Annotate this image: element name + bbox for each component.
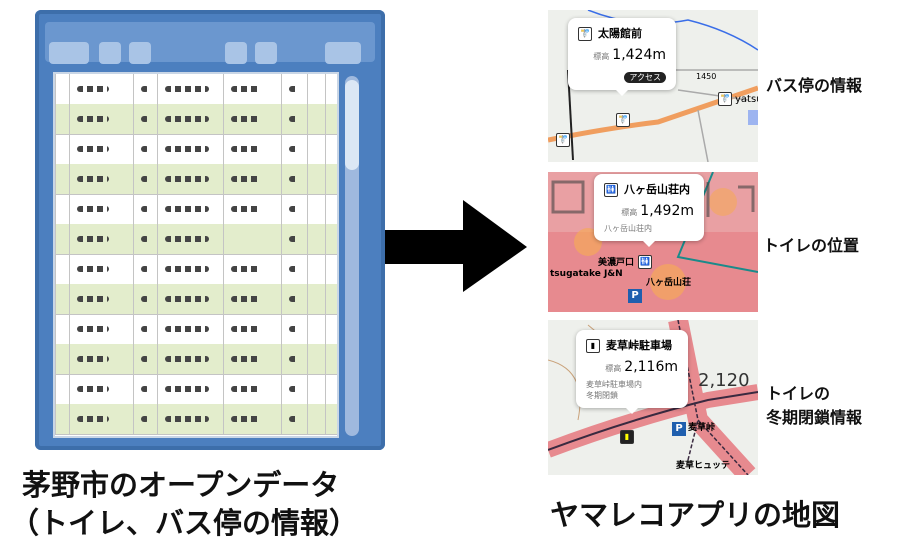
table-row	[55, 344, 337, 375]
bus-stop-icon[interactable]: 🚏	[616, 113, 630, 127]
bus-stop-icon[interactable]: 🚏	[718, 92, 732, 106]
toilet-closed-icon[interactable]: ▮	[620, 430, 634, 444]
card-label-line1: トイレの	[766, 384, 831, 403]
table-row	[55, 164, 337, 195]
map-label: 麦草峠	[688, 423, 716, 433]
popup-title: 麦草峠駐車場	[606, 339, 672, 352]
bus-stop-icon[interactable]: 🚏	[556, 133, 570, 147]
table-row	[55, 404, 337, 435]
left-caption-line1: 茅野市のオープンデータ	[22, 468, 340, 502]
arrow-icon	[385, 200, 527, 292]
popup-subtext: 麦草峠駐車場内	[586, 380, 642, 389]
toolbar-button	[49, 42, 89, 64]
bus-stop-icon: 🚏	[578, 27, 592, 41]
card-label: バス停の情報	[766, 76, 863, 95]
toolbar-button	[325, 42, 361, 64]
left-caption-line2: （トイレ、バス停の情報）	[10, 506, 359, 540]
table-row	[55, 224, 337, 255]
card-label: トイレの位置	[763, 236, 860, 255]
popup-closed-note: 冬期閉鎖	[586, 391, 618, 400]
table-row	[55, 284, 337, 315]
spreadsheet-illustration	[35, 10, 385, 450]
map-label: yatsug	[735, 94, 758, 105]
table-row	[55, 314, 337, 345]
toolbar-button	[129, 42, 151, 64]
toilet-icon: 🚻	[604, 183, 618, 197]
table-row	[55, 374, 337, 405]
toolbar-button	[99, 42, 121, 64]
toilet-closed-icon: ▮	[586, 339, 600, 353]
map-label: 1450	[696, 72, 717, 81]
table-row	[55, 134, 337, 165]
map-label: 麦草ヒュッテ	[676, 461, 731, 471]
elevation-value: 2,116m	[624, 359, 678, 375]
data-table	[53, 72, 339, 438]
table-row	[55, 254, 337, 285]
map-label: tsugatake J&N	[550, 269, 623, 279]
map-label: 2,120	[698, 370, 750, 391]
popup-subtext: 八ヶ岳山荘内	[604, 224, 652, 233]
parking-icon[interactable]: P	[628, 289, 642, 303]
elevation-label: 標高	[621, 208, 638, 217]
popup-title: 八ヶ岳山荘内	[624, 183, 690, 196]
popup-title: 太陽館前	[598, 27, 642, 40]
map-label: 美濃戸口	[598, 258, 635, 268]
right-caption: ヤマレコアプリの地図	[550, 498, 841, 532]
table-row	[55, 74, 337, 105]
map-label: 八ヶ岳山荘	[646, 278, 692, 288]
card-label-line2: 冬期閉鎖情報	[766, 408, 863, 427]
toolbar-button	[225, 42, 247, 64]
table-row	[55, 194, 337, 225]
table-row	[55, 104, 337, 135]
elevation-value: 1,492m	[640, 203, 694, 219]
toolbar-button	[255, 42, 277, 64]
toilet-icon[interactable]: 🚻	[638, 255, 652, 269]
elevation-label: 標高	[593, 52, 610, 61]
elevation-value: 1,424m	[612, 47, 666, 63]
map-card-bus-stop: 1450 yatsug 🚏 🚏 🚏 🚏 太陽館前 標高1,424m アクセス	[548, 10, 758, 162]
parking-icon[interactable]: P	[672, 422, 686, 436]
access-button[interactable]: アクセス	[624, 72, 666, 83]
scrollbar-thumb	[345, 80, 359, 170]
elevation-label: 標高	[605, 364, 622, 373]
